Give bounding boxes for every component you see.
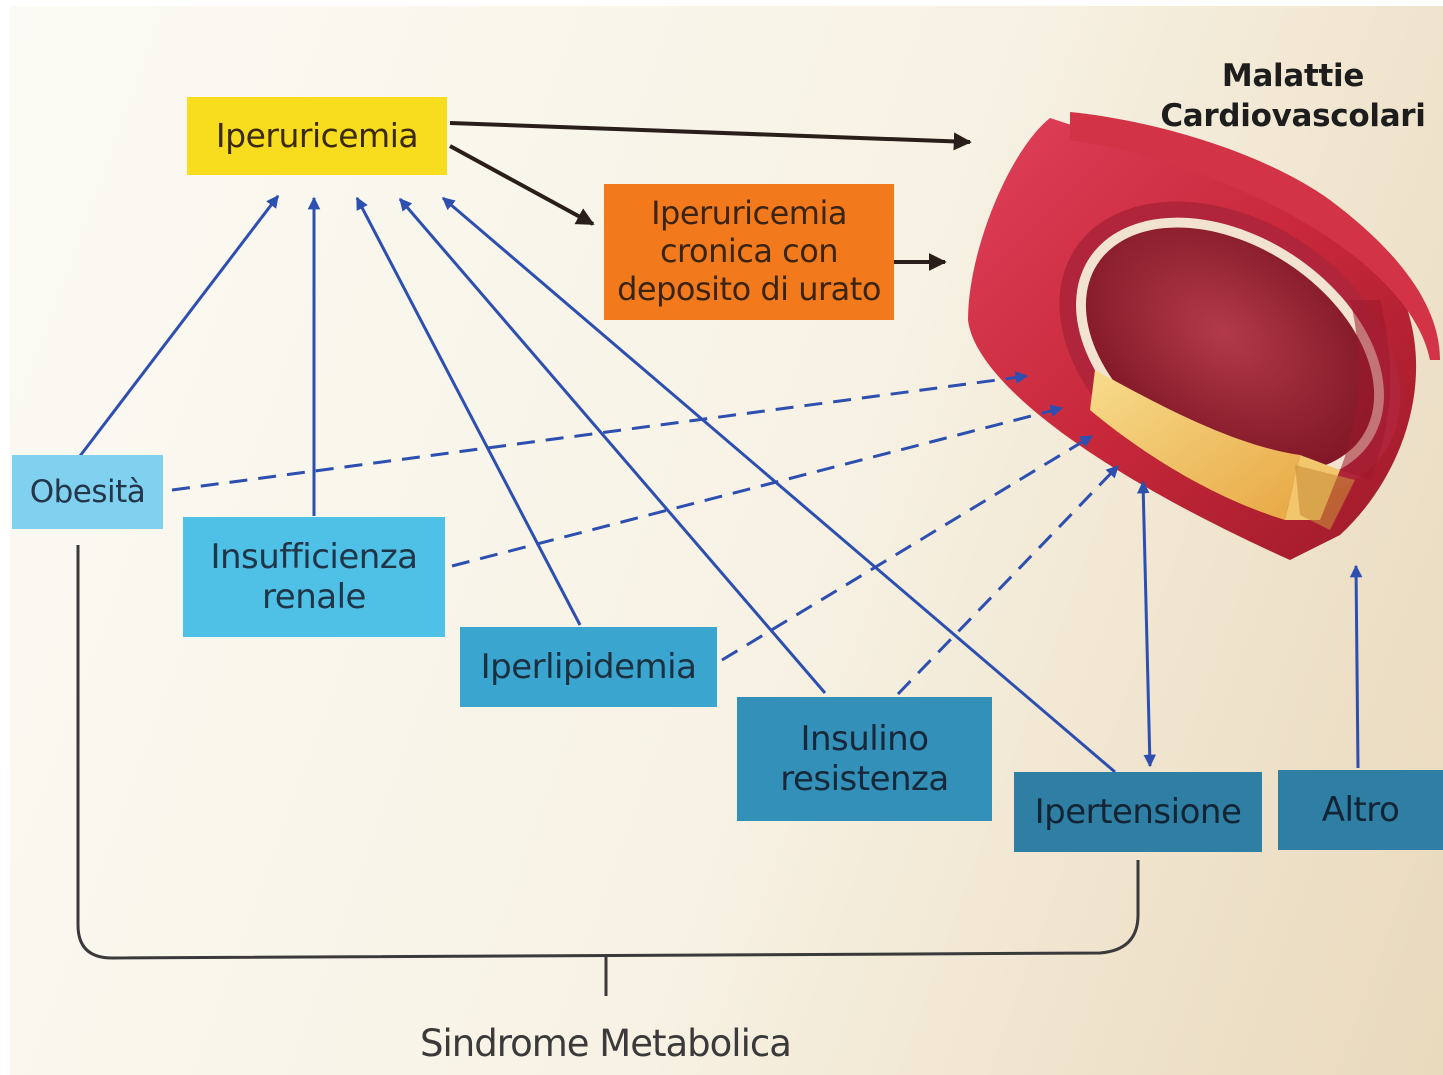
- node-altro: Altro: [1278, 770, 1443, 850]
- node-ipertensione: Ipertensione: [1014, 772, 1262, 852]
- arrow-iperuricemia-to-cardio: [450, 123, 970, 142]
- arrow-obesita-to-iperuricemia: [80, 196, 278, 456]
- node-insulino-resistenza: Insulino resistenza: [737, 697, 992, 821]
- node-cronica-line3: deposito di urato: [617, 271, 881, 309]
- node-insufficienza-renale: Insufficienza renale: [183, 517, 445, 637]
- node-cronica-line1: Iperuricemia: [651, 195, 847, 233]
- blood-vessel-illustration: [968, 112, 1443, 560]
- title-malattie-cardiovascolari: Malattie Cardiovascolari: [1158, 56, 1428, 137]
- arrow-ipertensione-cardio-bidirectional: [1143, 482, 1150, 766]
- node-obesita: Obesità: [12, 455, 163, 529]
- node-ipertensione-label: Ipertensione: [1035, 792, 1242, 832]
- title-line1: Malattie: [1222, 58, 1364, 94]
- arrow-iperlipidemia-to-cardio: [722, 436, 1092, 660]
- node-cronica-line2: cronica con: [660, 233, 838, 271]
- node-iperuricemia-cronica: Iperuricemia cronica con deposito di ura…: [604, 184, 894, 320]
- title-line2: Cardiovascolari: [1160, 98, 1425, 134]
- node-iperlipidemia-label: Iperlipidemia: [481, 647, 697, 687]
- arrow-insufficienza-to-cardio: [452, 408, 1062, 566]
- node-iperlipidemia: Iperlipidemia: [460, 627, 717, 707]
- arrow-insulino-to-cardio: [898, 466, 1118, 694]
- node-insufficienza-line1: Insufficienza: [210, 537, 417, 577]
- node-iperuricemia: Iperuricemia: [187, 97, 447, 175]
- node-insufficienza-line2: renale: [262, 577, 366, 617]
- node-insulino-line1: Insulino: [800, 719, 928, 759]
- sindrome-metabolica-label: Sindrome Metabolica: [420, 1022, 840, 1065]
- arrow-altro-to-cardio: [1356, 566, 1358, 768]
- node-iperuricemia-label: Iperuricemia: [216, 117, 418, 156]
- node-insulino-line2: resistenza: [780, 759, 949, 799]
- arrow-iperuricemia-to-cronica: [450, 146, 593, 224]
- node-altro-label: Altro: [1322, 790, 1400, 830]
- node-obesita-label: Obesità: [30, 474, 146, 511]
